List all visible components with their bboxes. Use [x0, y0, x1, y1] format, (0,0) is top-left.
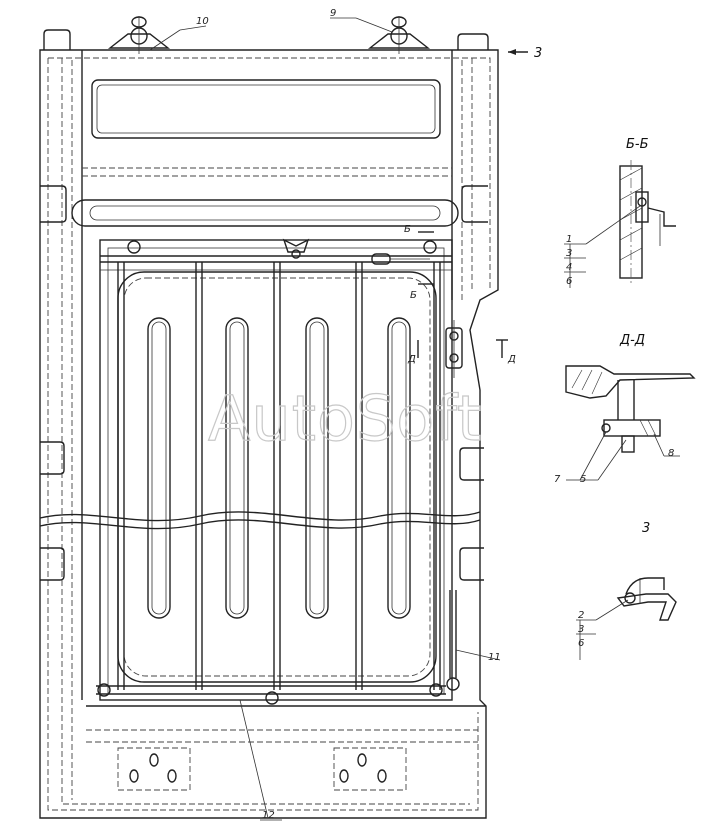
view-z-detail: 3 2 3 6 [576, 521, 677, 660]
section-bb-ref-1: 1 [566, 234, 572, 245]
view-z-arrow-label: 3 [534, 46, 542, 61]
side-handle-right-1 [461, 185, 488, 223]
side-handle-left-2 [40, 441, 65, 475]
wing-nut [282, 238, 310, 259]
cut-b-top-label: Б [404, 224, 411, 235]
lock-rod [446, 590, 460, 691]
callout-11: 11 [488, 652, 501, 663]
lifting-bracket-right [367, 16, 431, 54]
door-latch [445, 320, 463, 378]
side-handle-left-3 [40, 547, 65, 581]
panel-inner-outline [47, 57, 491, 811]
section-dd-detail: Д-Д 7 5 8 [554, 333, 696, 485]
cut-d-right-label: Д [507, 354, 516, 365]
view-z-ref-1: 2 [578, 610, 584, 621]
view-z-ref-3: 6 [578, 638, 584, 649]
side-handle-right-2 [459, 447, 484, 481]
panel-outline [39, 49, 499, 819]
callout-12: 12 [262, 810, 275, 821]
mount-plate-left [117, 747, 191, 791]
side-handle-left-1 [40, 185, 67, 223]
break-line [39, 511, 481, 522]
callout-10: 10 [196, 16, 209, 27]
grab-handle-top-right [457, 33, 489, 50]
radiator-slots [147, 317, 411, 619]
cut-d-left-label: Д [407, 354, 416, 365]
section-dd-callout-7: 7 [554, 474, 561, 485]
section-bb-ref-4: 6 [566, 276, 572, 287]
section-bb-title: Б-Б [626, 137, 649, 152]
cut-b-bottom-label: Б [410, 290, 417, 301]
callout-9: 9 [330, 8, 336, 19]
section-dd-callout-5: 5 [580, 474, 586, 485]
mount-holes [129, 753, 387, 783]
watermark: AutoSoft [208, 382, 482, 455]
section-bb-ref-2: 3 [566, 248, 572, 259]
door-frame [99, 239, 453, 701]
main-assembly-view: 3 Б Б Д Д 10 9 11 12 AutoSoft [39, 8, 542, 821]
handrail-bar [71, 199, 459, 227]
section-bb-detail: Б-Б 1 3 4 6 [564, 137, 676, 288]
lifting-bracket-left [107, 16, 171, 54]
turnbuckle [371, 253, 430, 265]
vertical-slats [117, 262, 441, 690]
section-bb-ref-3: 4 [566, 262, 572, 273]
view-z-ref-2: 3 [578, 624, 584, 635]
side-handle-right-3 [459, 547, 484, 581]
section-dd-title: Д-Д [619, 333, 645, 348]
grab-handle-top-left [43, 29, 71, 50]
section-dd-callout-8: 8 [668, 448, 674, 459]
mount-plate-right [333, 747, 407, 791]
top-window [91, 79, 441, 139]
view-z-title: 3 [642, 521, 650, 536]
